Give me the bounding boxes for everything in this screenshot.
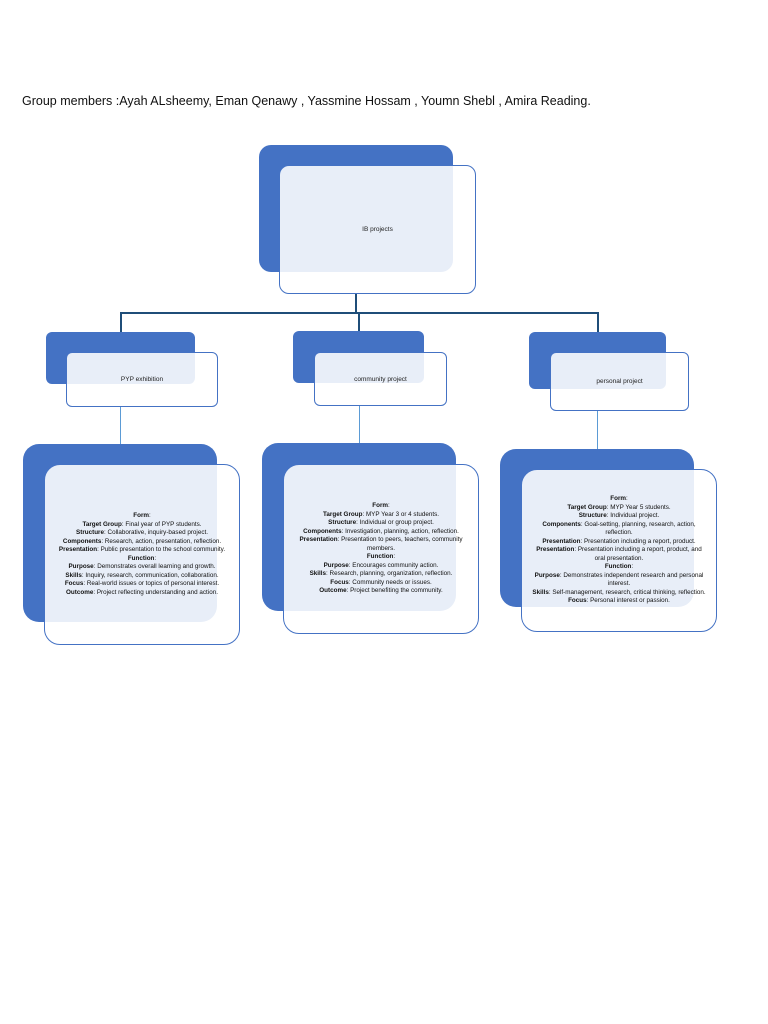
connector-middle-down [358, 312, 360, 332]
connector-left-detail [120, 406, 121, 444]
pyp-detail-card: Form: Target Group: Final year of PYP st… [44, 464, 240, 645]
personal-purpose: Purpose: Demonstrates independent resear… [534, 571, 704, 588]
community-purpose: Purpose: Encourages community action. [323, 561, 439, 569]
community-presentation: Presentation: Presentation to peers, tea… [299, 536, 463, 552]
personal-form: Form: [610, 495, 628, 503]
community-target-group: Target Group: MYP Year 3 or 4 students. [323, 510, 439, 518]
connector-left-down [120, 312, 122, 332]
connector-right-detail [597, 411, 598, 449]
pyp-target-group: Target Group: Final year of PYP students… [82, 520, 202, 528]
community-structure: Structure: Individual or group project. [328, 519, 434, 527]
personal-presentation-2: Presentation: Presentation including a r… [536, 546, 702, 562]
connector-right-down [597, 312, 599, 332]
community-outcome: Outcome: Project benefiting the communit… [319, 587, 443, 595]
personal-presentation-1: Presentation: Presentation including a r… [542, 537, 696, 545]
pyp-focus: Focus: Real-world issues or topics of pe… [64, 580, 220, 587]
pyp-function: Function: [127, 554, 157, 562]
group-members-heading: Group members :Ayah ALsheemy, Eman Qenaw… [22, 94, 591, 108]
community-detail-card: Form: Target Group: MYP Year 3 or 4 stud… [283, 464, 479, 634]
personal-target-group: Target Group: MYP Year 5 students. [567, 503, 671, 511]
pyp-skills: Skills: Inquiry, research, communication… [65, 571, 219, 579]
root-node-label: IB projects [362, 226, 393, 233]
community-components: Components: Investigation, planning, act… [303, 527, 459, 535]
personal-skills: Skills: Self-management, research, criti… [532, 588, 706, 596]
community-project-node: community project [314, 352, 447, 406]
community-form: Form: [372, 502, 390, 510]
pyp-outcome: Outcome: Project reflecting understandin… [66, 588, 218, 596]
pyp-components: Components: Research, action, presentati… [62, 537, 222, 545]
root-node: IB projects [279, 165, 476, 294]
connector-root-down [355, 294, 357, 313]
pyp-exhibition-node: PYP exhibition [66, 352, 218, 407]
personal-detail-card: Form: Target Group: MYP Year 5 students.… [521, 469, 717, 632]
community-focus: Focus: Community needs or issues. [330, 578, 432, 586]
personal-project-node: personal project [550, 352, 689, 411]
pyp-structure: Structure: Collaborative, inquiry-based … [76, 529, 208, 536]
pyp-exhibition-label: PYP exhibition [120, 376, 164, 383]
community-skills: Skills: Research, planning, organization… [309, 570, 453, 578]
personal-components: Components: Goal-setting, planning, rese… [542, 520, 696, 537]
connector-middle-detail [359, 405, 360, 443]
personal-function: Function: [604, 563, 634, 571]
community-function: Function: [366, 553, 396, 561]
pyp-presentation: Presentation: Public presentation to the… [58, 546, 226, 553]
pyp-purpose: Purpose: Demonstrates overall learning a… [68, 563, 216, 570]
personal-project-label: personal project [596, 378, 643, 385]
pyp-form: Form: [133, 512, 151, 519]
community-project-label: community project [354, 375, 407, 383]
personal-focus: Focus: Personal interest or passion. [568, 597, 670, 605]
personal-structure: Structure: Individual project. [578, 512, 660, 520]
